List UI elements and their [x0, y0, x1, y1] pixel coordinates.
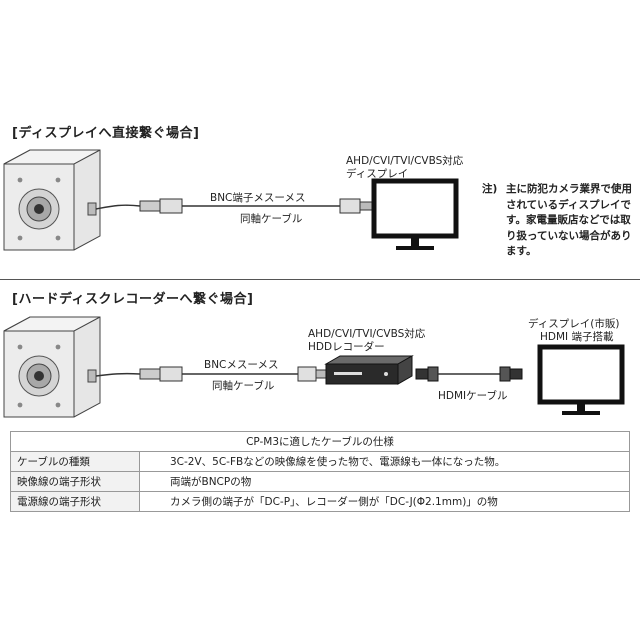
- display-2-illustration: [537, 344, 625, 415]
- hdmi-cable-label: HDMIケーブル: [438, 390, 508, 402]
- display-2-label-line1: ディスプレイ(市販): [528, 318, 620, 330]
- spec-row-value: 両端がBNCPの物: [139, 471, 630, 492]
- recorder-label-line2: HDDレコーダー: [308, 341, 385, 353]
- camera-2-illustration: [3, 316, 101, 418]
- spec-table-row: 電源線の端子形状 カメラ側の端子が「DC-P」、レコーダー側が「DC-J(Φ2.…: [10, 491, 630, 512]
- spec-row-value: カメラ側の端子が「DC-P」、レコーダー側が「DC-J(Φ2.1mm)」の物: [139, 491, 630, 512]
- spec-table-header-row: CP-M3に適したケーブルの仕様: [10, 431, 630, 452]
- spec-row-key: 映像線の端子形状: [10, 471, 140, 492]
- recorder-illustration: [324, 355, 414, 385]
- note-text: 主に防犯カメラ業界で使用されているディスプレイです。家電量販店などでは取り扱って…: [506, 183, 632, 258]
- cable-1-label-line1: BNC端子メスーメス: [210, 192, 306, 204]
- display-1-illustration: [371, 178, 459, 250]
- bnc-cable-2: [95, 366, 327, 382]
- cable-2-label-line1: BNCメスーメス: [204, 359, 279, 371]
- camera-1-illustration: [3, 149, 101, 251]
- spec-table-row: 映像線の端子形状 両端がBNCPの物: [10, 471, 630, 492]
- section2-heading: [ハードディスクレコーダーへ繋ぐ場合]: [12, 292, 254, 307]
- section1-heading: [ディスプレイへ直接繋ぐ場合]: [12, 126, 200, 141]
- display-1-label-line2: ディスプレイ: [346, 168, 409, 180]
- hdmi-cable: [415, 366, 523, 382]
- cable-1-label-line2: 同軸ケーブル: [240, 213, 303, 225]
- spec-table-row: ケーブルの種類 3C-2V、5C-FBなどの映像線を使った物で、電源線も一体にな…: [10, 451, 630, 472]
- section-divider: [0, 279, 640, 280]
- spec-row-key: ケーブルの種類: [10, 451, 140, 472]
- spec-row-value: 3C-2V、5C-FBなどの映像線を使った物で、電源線も一体になった物。: [139, 451, 630, 472]
- note-mark: 注): [482, 183, 498, 195]
- cable-spec-table: CP-M3に適したケーブルの仕様 ケーブルの種類 3C-2V、5C-FBなどの映…: [10, 431, 630, 512]
- spec-table-title: CP-M3に適したケーブルの仕様: [10, 431, 630, 452]
- display-2-label-line2: HDMI 端子搭載: [540, 331, 614, 343]
- recorder-label-line1: AHD/CVI/TVI/CVBS対応: [308, 328, 426, 340]
- spec-row-key: 電源線の端子形状: [10, 491, 140, 512]
- display-1-label-line1: AHD/CVI/TVI/CVBS対応: [346, 155, 464, 167]
- cable-2-label-line2: 同軸ケーブル: [212, 380, 275, 392]
